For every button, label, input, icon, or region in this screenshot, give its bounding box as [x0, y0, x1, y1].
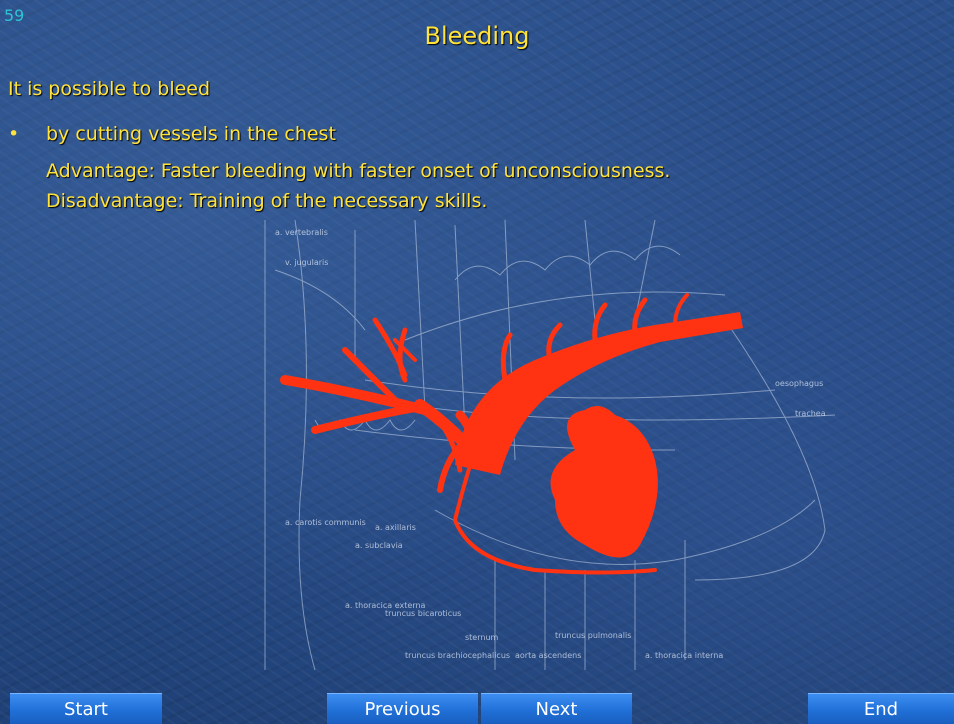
vessel-tree	[285, 295, 743, 573]
figure-label: a. thoracica interna	[645, 651, 723, 660]
figure-label: trachea	[795, 409, 826, 418]
bullet-text: by cutting vessels in the chest	[46, 123, 336, 145]
figure-label: truncus pulmonalis	[555, 631, 631, 640]
figure-label: v. jugularis	[285, 258, 328, 267]
figure-label: a. subclavia	[355, 541, 403, 550]
end-button[interactable]: End	[808, 693, 954, 724]
navigation-bar: Start Previous Next End	[0, 693, 954, 724]
figure-label: oesophagus	[775, 379, 823, 388]
figure-label: a. vertebralis	[275, 228, 328, 237]
figure-label: a. thoracica externa	[345, 601, 426, 610]
figure-label: sternum	[465, 633, 499, 642]
figure-label: truncus bicaroticus	[385, 609, 461, 618]
figure-label: a. carotis communis	[285, 518, 366, 527]
figure-label: truncus brachiocephalicus	[405, 651, 510, 660]
previous-button[interactable]: Previous	[327, 693, 478, 724]
anatomy-illustration: oesophagus trachea truncus brachiocephalic…	[255, 200, 855, 690]
figure-label: aorta ascendens	[515, 651, 581, 660]
advantage-text: Advantage: Faster bleeding with faster o…	[46, 160, 670, 182]
start-button[interactable]: Start	[10, 693, 162, 724]
intro-text: It is possible to bleed	[8, 78, 210, 100]
bullet-marker: •	[8, 123, 19, 145]
figure-label: a. axillaris	[375, 523, 416, 532]
chest-vessels-diagram: oesophagus trachea truncus brachiocephalic…	[255, 200, 855, 690]
next-button[interactable]: Next	[481, 693, 632, 724]
slide-title: Bleeding	[0, 22, 954, 50]
